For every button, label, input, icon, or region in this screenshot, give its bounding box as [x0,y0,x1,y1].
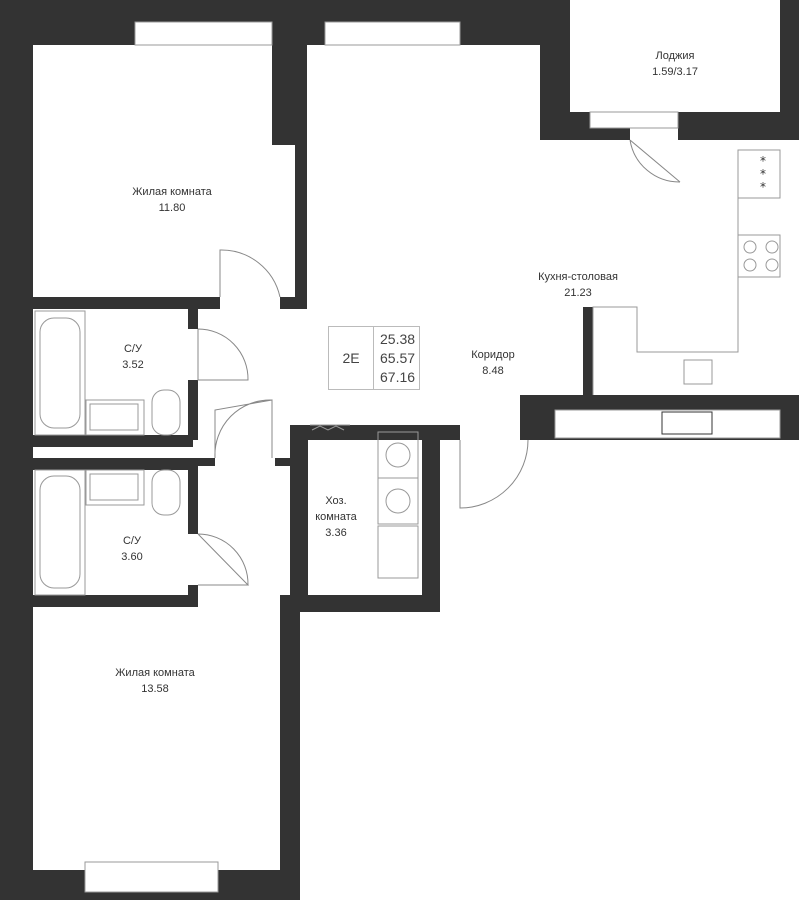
room-name: Коридор [471,349,515,361]
room-area: 13.58 [141,683,169,695]
total-area: 65.57 [380,349,416,366]
room-utility: Хоз. комната 3.36 [315,493,357,541]
svg-text:*: * [760,167,766,181]
total-with-loggia: 67.16 [380,368,416,385]
apartment-summary: 2E 25.38 65.57 67.16 [328,326,420,390]
room-bath2: С/У 3.60 [121,533,142,565]
fixtures [34,149,781,596]
room-area: 3.36 [325,527,347,539]
kitchen-window-sash [661,411,713,435]
door-entrance [459,439,529,509]
room-corridor: Коридор 8.48 [471,347,514,379]
room-name: Кухня-столовая [538,271,618,283]
room-name: Жилая комната [132,186,212,198]
room-kitchen: Кухня-столовая 21.23 [538,269,618,301]
hood-marks: *** [760,154,766,194]
svg-text:*: * [760,154,766,168]
kitchen-sink [683,359,713,385]
utility-shelf [310,424,350,431]
utility-sink [377,525,419,579]
room-area: 3.60 [121,551,143,563]
room-bedroom1: Жилая комната 11.80 [132,184,211,216]
door-loggia [629,139,681,183]
room-area: 21.23 [564,287,592,299]
room-area: 1.59/3.17 [652,66,698,78]
sink-1 [85,399,145,436]
bathtub-2 [34,469,86,596]
door-bath1 [197,328,249,381]
room-bath1: С/У 3.52 [122,341,143,373]
room-area: 11.80 [158,202,186,214]
toilet-1 [151,389,181,436]
door-bedroom1 [219,249,281,298]
svg-text:*: * [760,180,766,194]
room-name: Лоджия [655,50,695,62]
hood [737,149,781,199]
room-name: С/У [122,535,141,547]
room-name: С/У [123,343,142,355]
room-area: 8.48 [482,365,504,377]
apartment-type: 2E [329,327,374,389]
doors [197,139,681,586]
kitchen-counter [592,150,739,395]
room-name: комната [315,511,357,523]
room-bedroom2: Жилая комната 13.58 [115,665,194,697]
room-name: Хоз. [325,495,347,507]
bathtub-1 [34,310,86,436]
windows [84,21,781,893]
room-loggia: Лоджия 1.59/3.17 [652,48,698,80]
room-name: Жилая комната [115,667,195,679]
washer-2 [377,477,419,525]
room-area: 3.52 [122,359,144,371]
sink-2 [85,469,145,506]
door-bath2 [197,533,250,586]
living-area: 25.38 [380,330,416,347]
door-utility-corridor [214,399,273,459]
toilet-2 [151,469,181,516]
